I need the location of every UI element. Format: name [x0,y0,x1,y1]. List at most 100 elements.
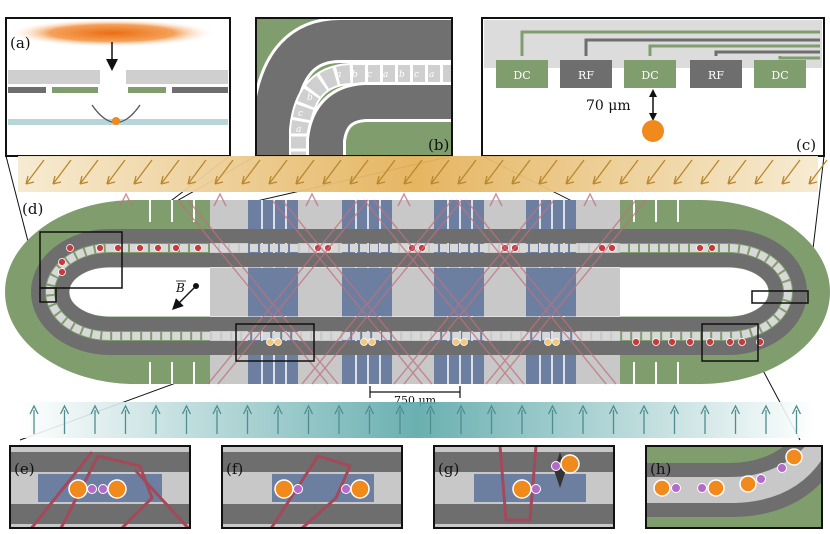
ion [642,120,664,142]
beam-line [207,199,369,385]
amber-arrow [808,159,828,185]
red-ion [706,338,714,346]
amber-arrow [619,159,639,185]
beam-arrowhead [213,192,227,207]
teal-arrow [761,404,771,434]
red-ion [114,244,122,252]
teal-arrow [151,404,161,434]
amber-arrow [268,159,288,185]
amber-arrow [52,159,72,185]
cooling-ion [452,338,460,346]
teal-arrow [364,404,375,434]
segmented-dc-track [46,244,792,340]
electrode-dc [496,60,548,88]
panel-label-f: (f) [226,460,243,478]
cooling-ion [274,338,282,346]
panel-c: DC RF DC RF DC 70 μm (c) [481,17,825,157]
teal-arrow [578,404,588,434]
teal-arrow [639,404,649,434]
panel-g: (g) [433,445,615,529]
panel-label-e: (e) [14,460,35,478]
red-ion [96,244,104,252]
red-ion [194,244,202,252]
electrode-dc [754,60,806,88]
amber-arrow [430,159,450,185]
amber-arrow [25,159,45,185]
panel-b: a b c a b c a b c a (b) [255,17,453,157]
teal-arrow [334,404,344,434]
red-ion [708,244,716,252]
amber-arrow [511,159,531,185]
cell-letter: a [383,70,388,80]
beam-line [363,199,525,385]
teal-arrow [273,404,283,434]
teal-arrow [456,404,466,434]
red-ion [686,338,694,346]
amber-arrow [214,159,234,185]
teal-arrow [90,404,100,434]
teal-arrow [425,404,436,434]
panel-label-d: (d) [22,200,43,218]
teal-arrow [181,404,192,434]
amber-arrow [538,159,558,185]
beam-arrowhead [397,192,411,207]
amber-arrow [781,159,801,185]
amber-arrow [106,159,126,185]
red-ion [58,268,66,276]
panel-label-g: (g) [438,460,459,478]
beam-arrowhead [583,192,597,207]
panel-a: (a) [5,17,231,157]
cell-letter: a [429,70,434,80]
beam-arrowhead [489,192,503,207]
electrode-label: RF [708,69,724,82]
ion [112,117,120,125]
cooling-ion [460,338,468,346]
panel-label-b: (b) [428,136,449,154]
teal-arrow [486,404,497,434]
red-ion [136,244,144,252]
amber-arrow [322,159,342,185]
red-ion [172,244,180,252]
zoom-boxes [39,231,809,362]
field-label: B [175,281,185,295]
distance-label: 70 μm [586,98,631,114]
panel-label-h: (h) [650,460,671,478]
teal-arrow [242,404,253,434]
teal-arrow [700,404,710,434]
teal-arrow [59,404,70,434]
red-ion [58,258,66,266]
amber-arrow [79,159,99,185]
panel-label-c: (c) [796,136,816,154]
teal-arrow [303,404,314,434]
teal-arrow [517,404,527,434]
electrode-label: DC [641,69,658,82]
teal-arrow [212,404,222,434]
amber-arrow [646,159,666,185]
red-ion [668,338,676,346]
amber-arrow [457,159,477,185]
panel-e: (e) [9,445,191,529]
amber-arrow [241,159,261,185]
red-ion [696,244,704,252]
amber-arrow [295,159,315,185]
teal-arrow [395,404,405,434]
amber-arrow [187,159,207,185]
teal-arrow [669,404,680,434]
amber-arrow [376,159,396,185]
beam-line [177,199,339,385]
outer-rf-rail [31,229,807,355]
beam-line [301,199,463,385]
red-ion [726,338,734,346]
amber-arrow [754,159,774,185]
panel-label-a: (a) [10,34,31,52]
beam-arrowhead [119,192,133,207]
cooling-ion [544,338,552,346]
electrode-label: DC [513,69,530,82]
cell-letter: a [336,70,341,80]
amber-arrow [565,159,585,185]
teal-arrow [120,404,131,434]
beam-arrowhead [305,192,319,207]
cell-letter: a [296,125,301,135]
cell-letter: b [399,70,405,80]
